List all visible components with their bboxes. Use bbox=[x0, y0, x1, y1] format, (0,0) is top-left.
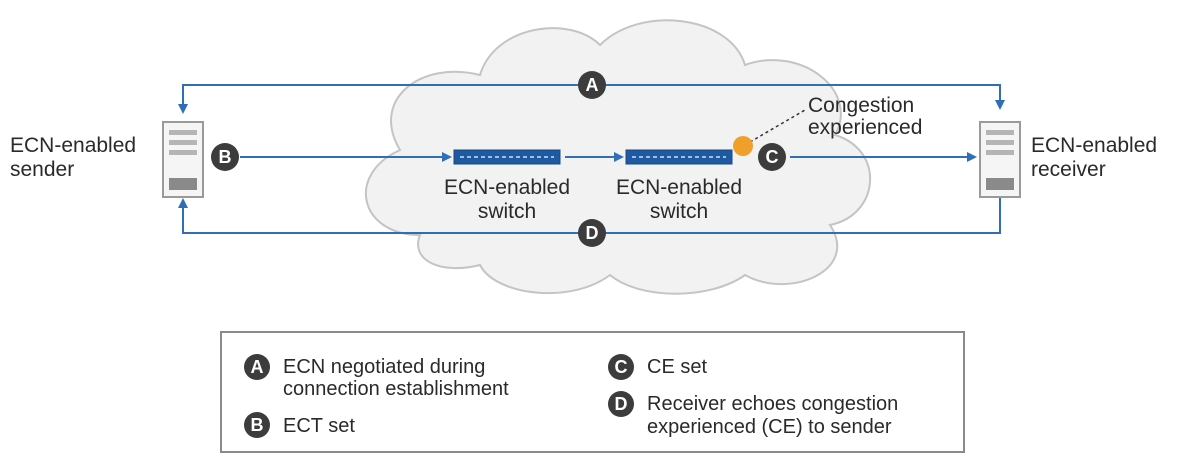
congestion-label-line2: experienced bbox=[808, 116, 922, 139]
svg-text:ECN negotiated during: ECN negotiated during bbox=[283, 356, 485, 378]
legend-item-d: D Receiver echoes congestion experienced… bbox=[608, 391, 898, 438]
svg-text:C: C bbox=[615, 357, 628, 377]
svg-text:connection establishment: connection establishment bbox=[283, 378, 509, 400]
switch-2-label-line2: switch bbox=[650, 200, 708, 223]
badge-d: D bbox=[578, 219, 606, 247]
svg-text:CE set: CE set bbox=[647, 356, 707, 378]
svg-text:A: A bbox=[586, 75, 599, 95]
badge-b: B bbox=[211, 143, 239, 171]
svg-text:Receiver echoes congestion: Receiver echoes congestion bbox=[647, 393, 898, 415]
receiver-label-line2: receiver bbox=[1031, 158, 1106, 181]
switch-2-icon bbox=[625, 149, 733, 165]
congestion-dot bbox=[733, 136, 753, 156]
svg-text:D: D bbox=[586, 223, 599, 243]
badge-c: C bbox=[758, 143, 786, 171]
svg-text:A: A bbox=[251, 357, 264, 377]
receiver-server-icon bbox=[979, 121, 1021, 198]
svg-text:B: B bbox=[251, 415, 264, 435]
sender-label-line2: sender bbox=[10, 158, 74, 181]
switch-2-label-line1: ECN-enabled bbox=[616, 176, 742, 199]
receiver-label-line1: ECN-enabled bbox=[1031, 134, 1157, 157]
congestion-label-line1: Congestion bbox=[808, 94, 914, 117]
svg-text:C: C bbox=[766, 147, 779, 167]
svg-text:experienced (CE) to sender: experienced (CE) to sender bbox=[647, 416, 892, 438]
legend-item-c: C CE set bbox=[608, 354, 707, 380]
legend-item-b: B ECT set bbox=[244, 412, 355, 438]
switch-1-icon bbox=[453, 149, 561, 165]
svg-text:ECT set: ECT set bbox=[283, 415, 355, 437]
svg-text:B: B bbox=[219, 147, 232, 167]
congestion-leader-line bbox=[749, 109, 806, 143]
switch-1-label-line2: switch bbox=[478, 200, 536, 223]
legend-item-a: A ECN negotiated during connection estab… bbox=[244, 354, 509, 400]
legend-box bbox=[220, 331, 965, 453]
switch-1-label-line1: ECN-enabled bbox=[444, 176, 570, 199]
badge-a: A bbox=[578, 71, 606, 99]
legend: A ECN negotiated during connection estab… bbox=[220, 331, 965, 453]
sender-server-icon bbox=[162, 121, 204, 198]
svg-text:D: D bbox=[615, 394, 628, 414]
sender-label-line1: ECN-enabled bbox=[10, 134, 136, 157]
